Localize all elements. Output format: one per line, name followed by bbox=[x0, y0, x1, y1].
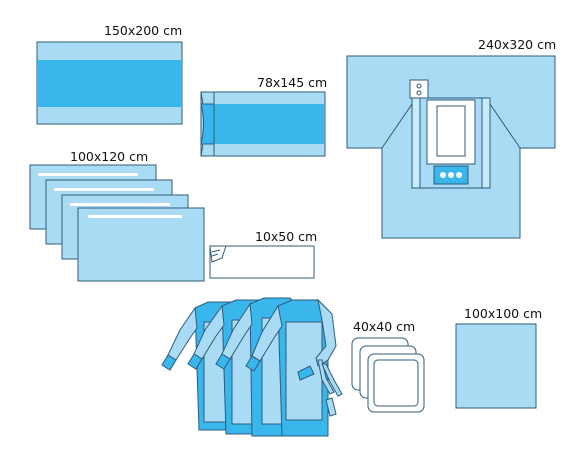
label-100x100: 100x100 cm bbox=[464, 306, 543, 321]
tape-10x50 bbox=[209, 245, 315, 279]
drape-78x145 bbox=[200, 91, 326, 157]
drape-150x200 bbox=[36, 41, 183, 125]
towel-100x100 bbox=[455, 323, 537, 409]
label-150x200: 150x200 cm bbox=[104, 23, 183, 38]
sheet-240x320 bbox=[346, 55, 556, 239]
label-78x145: 78x145 cm bbox=[257, 75, 328, 90]
surgical-gowns bbox=[161, 297, 343, 437]
label-10x50: 10x50 cm bbox=[255, 229, 318, 244]
swabs-40x40 bbox=[351, 337, 425, 413]
label-100x120: 100x120 cm bbox=[70, 149, 149, 164]
label-240x320: 240x320 cm bbox=[478, 37, 557, 52]
drapes-100x120-stack bbox=[29, 164, 205, 282]
label-40x40: 40x40 cm bbox=[353, 319, 416, 334]
